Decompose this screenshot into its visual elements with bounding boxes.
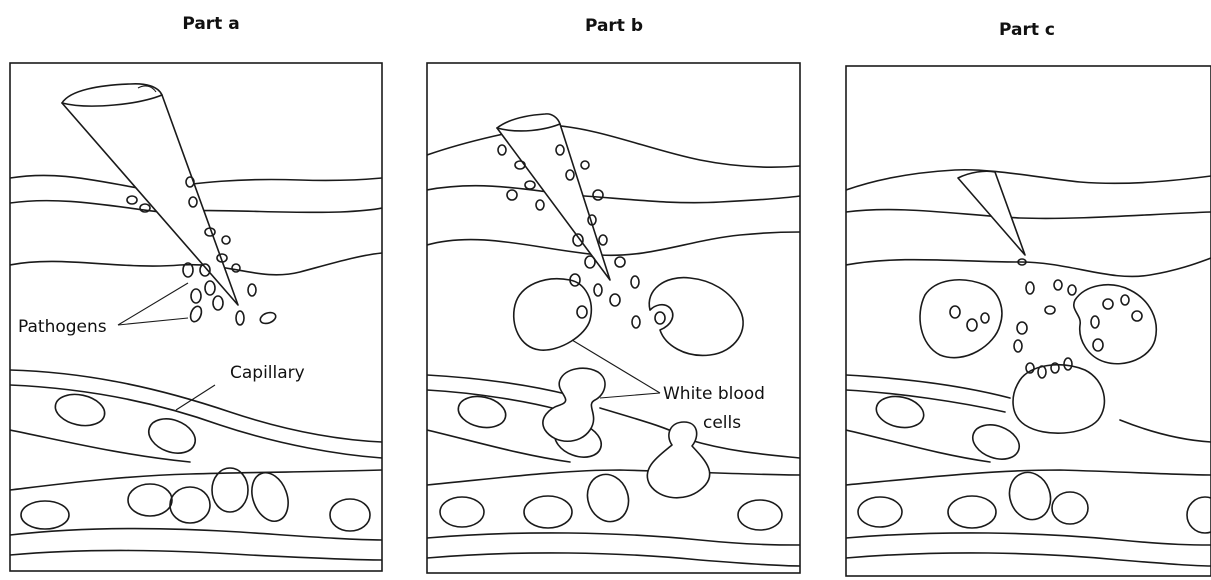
panel-b-frame [427, 63, 800, 573]
capillary-label: Capillary [230, 363, 305, 383]
panel-a: Pathogens Capillary [10, 63, 382, 571]
panel-b: White blood cells [427, 63, 800, 573]
white-blood-cells-label-line1: White blood [663, 384, 765, 404]
panel-c-frame [846, 66, 1211, 576]
pathogens-label: Pathogens [18, 317, 107, 337]
white-blood-cells-label-line2: cells [703, 413, 741, 433]
panel-c [846, 66, 1211, 576]
